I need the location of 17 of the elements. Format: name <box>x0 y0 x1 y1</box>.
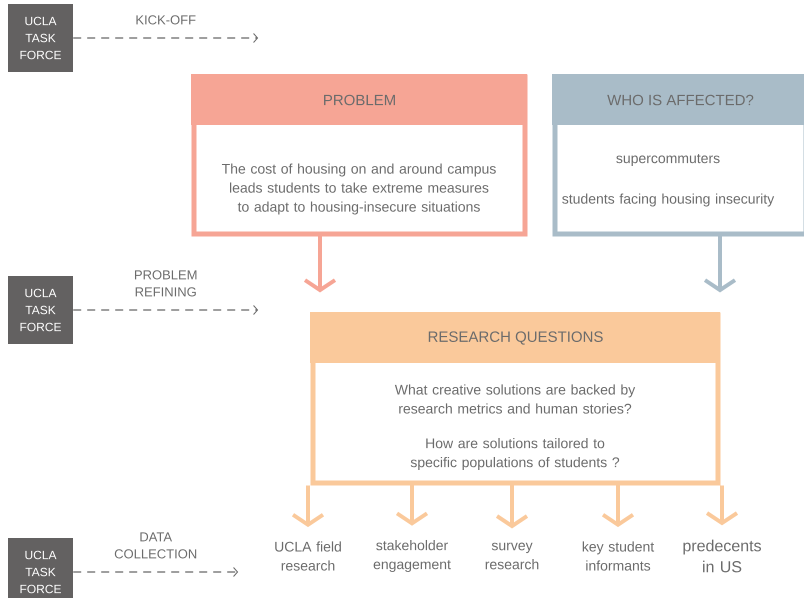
outcome-label: stakeholder engagement <box>374 540 451 572</box>
task-force-box: UCLA TASK FORCE <box>8 538 73 598</box>
affected-box: WHO IS AFFECTED? supercommuters students facing housing insecurity <box>552 74 804 236</box>
arrow <box>73 567 238 577</box>
task-force-box: UCLA TASK FORCE <box>8 4 73 72</box>
outcome-label: predecents in US <box>683 540 761 572</box>
questions-box: RESEARCH QUESTIONS What creative solutions are backed by research metrics and human stories? How are solutions tailored to specific populations of students ? <box>310 312 720 486</box>
task-force-box: UCLA TASK FORCE <box>8 276 73 344</box>
arrow <box>73 33 258 43</box>
edge-label: KICK-OFF <box>136 15 196 24</box>
arrow <box>73 305 258 315</box>
edge-label: PROBLEM REFINING <box>134 270 196 296</box>
problem-box: PROBLEM The cost of housing on and around campus leads students to take extreme measures to adapt to housing-insecure situations <box>191 74 528 236</box>
outcome-label: survey research <box>486 542 538 570</box>
outcome-label: key student informants <box>582 541 654 571</box>
outcome-label: UCLA field research <box>275 541 341 571</box>
edge-label: DATA COLLECTION <box>114 532 196 558</box>
